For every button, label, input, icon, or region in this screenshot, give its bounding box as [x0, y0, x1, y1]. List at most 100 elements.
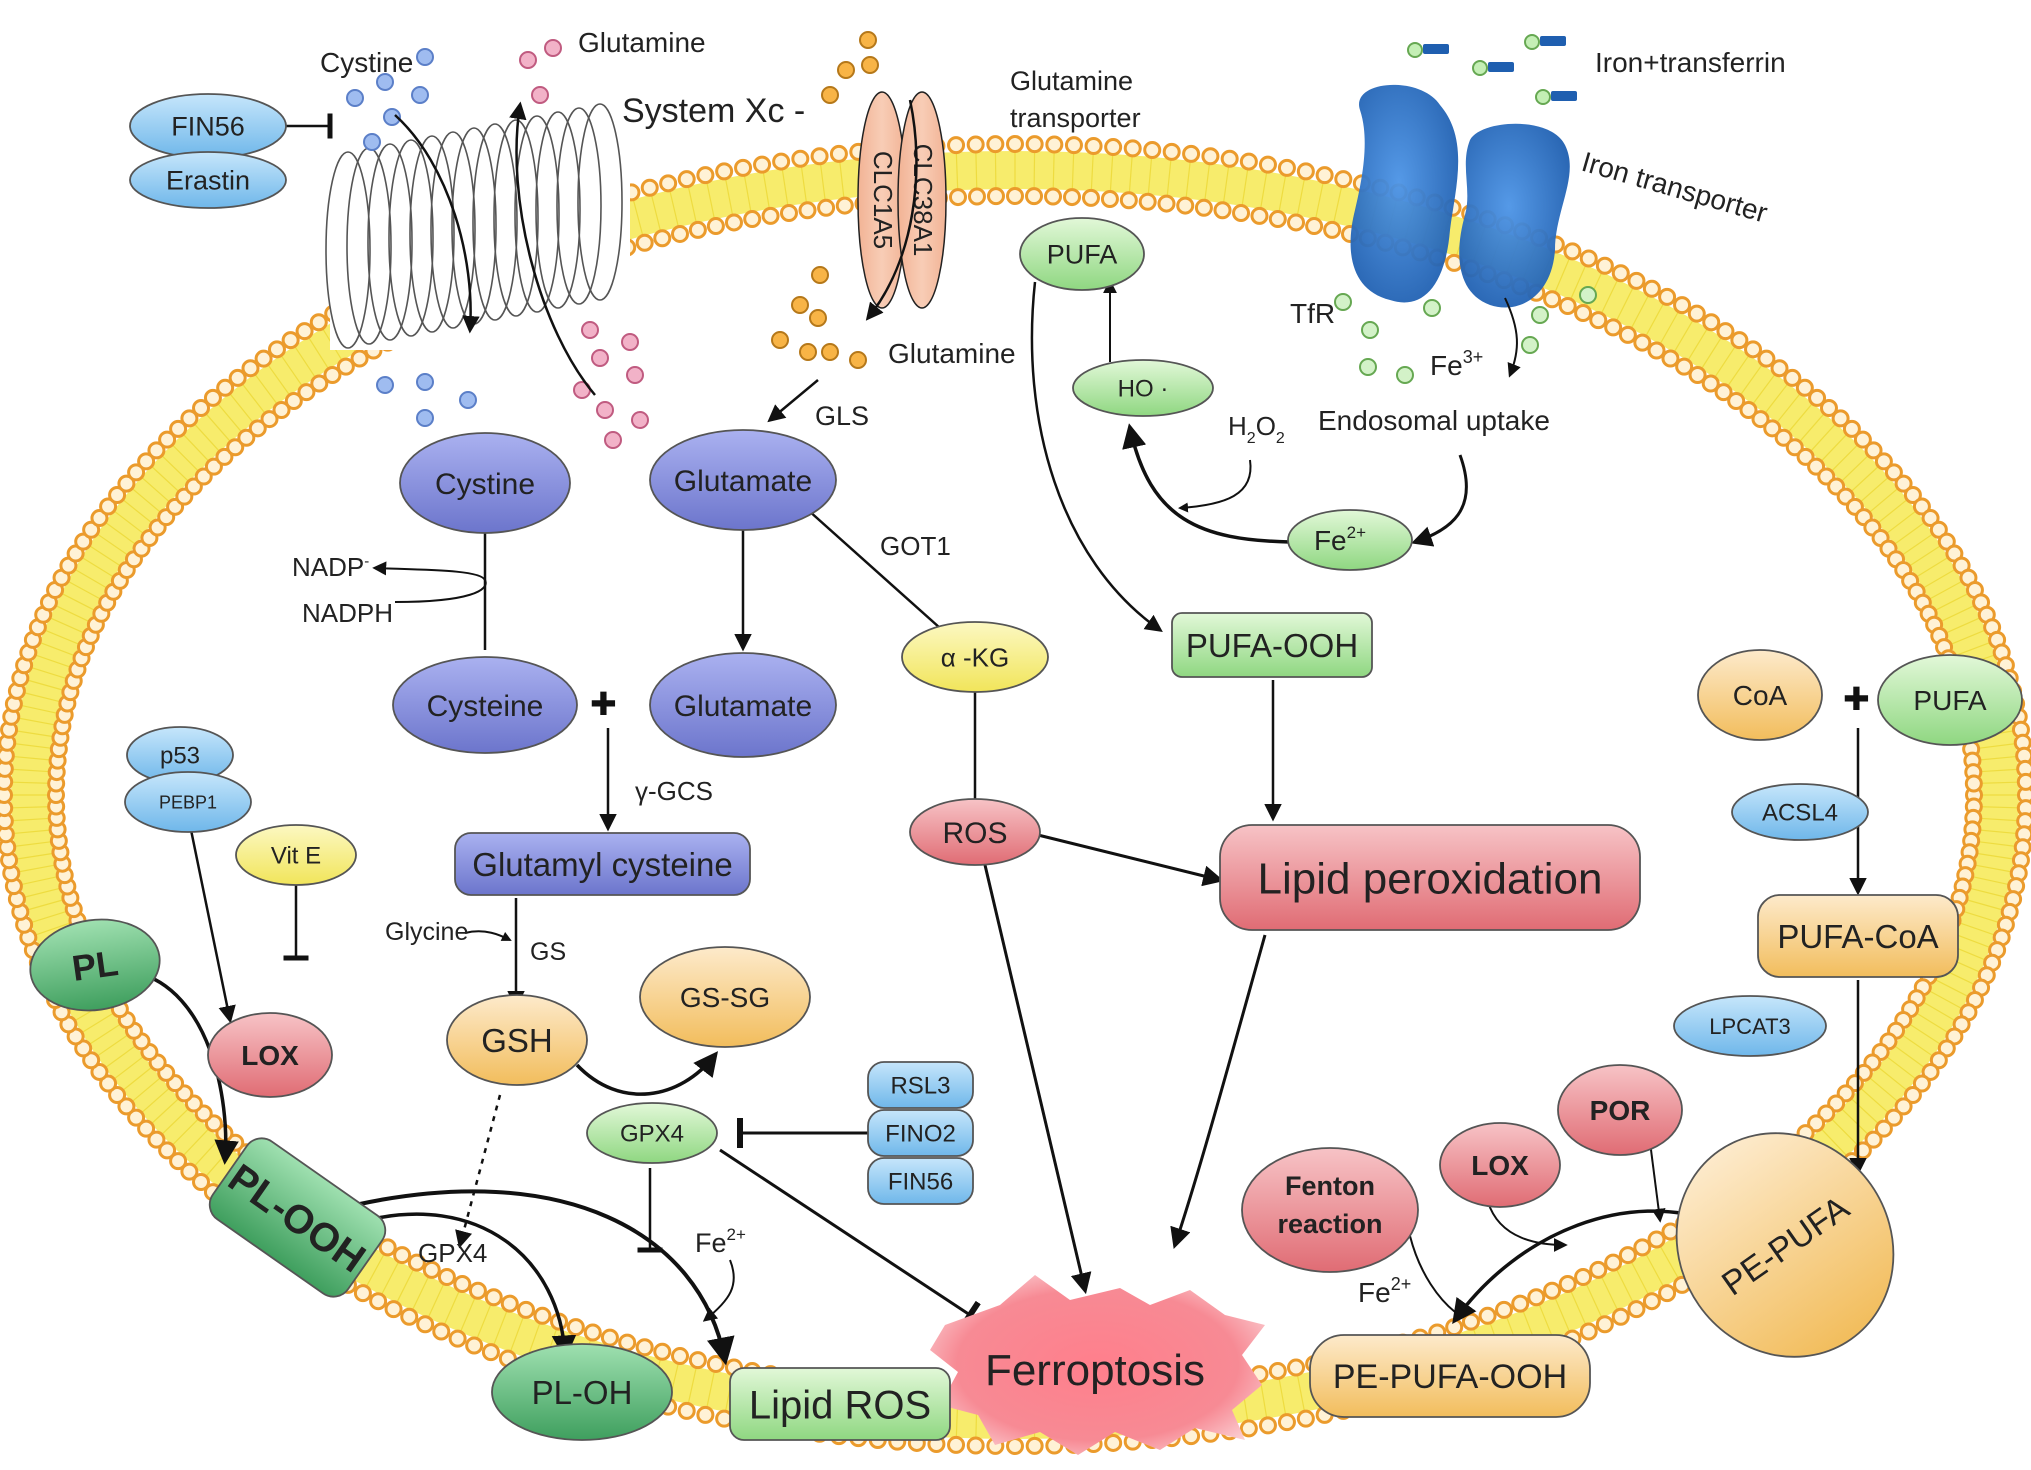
lipid-head [1831, 409, 1850, 428]
svg-text:Fe2+: Fe2+ [1314, 523, 1366, 556]
gls-label: GLS [815, 401, 869, 431]
lipid-head [297, 383, 316, 402]
lipid-head [74, 532, 93, 551]
lipid-head [1642, 279, 1661, 298]
p53-node: p53 [126, 726, 234, 784]
lipid-head [272, 400, 291, 419]
lipid-head [137, 1119, 156, 1138]
got1-label: GOT1 [880, 531, 951, 561]
lipid-head [99, 1074, 118, 1093]
lipid-head [1874, 452, 1893, 471]
lipid-head [1796, 447, 1815, 466]
acsl4-node: ACSL4 [1731, 783, 1869, 841]
pe-pufa-ooh-node: PE-PUFA-OOH [1309, 1334, 1591, 1418]
glutamate-molecule [604, 431, 622, 449]
lipid-head [2016, 772, 2031, 791]
lipid-head [761, 206, 780, 225]
lipid-head [1104, 138, 1123, 157]
lipid-head [350, 349, 369, 368]
clc38a1-label: CLC38A1 [908, 144, 938, 257]
lipid-head [1770, 359, 1789, 378]
lipid-head [393, 1246, 412, 1265]
lipid-head [1658, 1284, 1677, 1303]
small-molecule-dots [346, 31, 1597, 449]
lipid-head [1589, 311, 1608, 330]
lipid-head [82, 1051, 101, 1070]
lipid-head [1579, 1322, 1598, 1341]
lipid-ros-node: Lipid ROS [729, 1367, 951, 1441]
lipid-head [453, 1274, 472, 1293]
lipid-head [653, 229, 672, 248]
iron-molecule [1396, 366, 1414, 384]
lipid-head [1808, 388, 1827, 407]
glutamine-molecule [811, 266, 829, 284]
fin56-bottom-node: FIN56 [867, 1157, 974, 1205]
lipid-head [1250, 206, 1269, 225]
endosomal-uptake-label: Endosomal uptake [1318, 405, 1550, 436]
lipid-head [566, 1318, 585, 1337]
lox-left-label: LOX [241, 1040, 299, 1071]
p53-label: p53 [160, 743, 200, 770]
iron-transporter-protein [1350, 84, 1570, 308]
lipid-head [82, 520, 101, 539]
lipid-head [1220, 149, 1239, 168]
lipid-head [1119, 191, 1138, 210]
lipid-head [1232, 203, 1251, 222]
lipid-head [169, 419, 188, 438]
cystine-label: Cystine [435, 468, 535, 501]
lipid-head [1287, 213, 1306, 232]
cystine-molecule [376, 376, 394, 394]
lipid-head [407, 1253, 426, 1272]
lipid-head [1937, 1039, 1956, 1058]
lipid-head [216, 378, 235, 397]
lipid-head [671, 1347, 690, 1366]
lipid-head [416, 1315, 435, 1334]
lipid-head [248, 419, 267, 438]
gsh-label: GSH [481, 1022, 553, 1059]
lipid-head [169, 1152, 188, 1171]
lipid-head [448, 1329, 467, 1348]
glutamate-molecule [519, 51, 537, 69]
lipid-head [147, 441, 166, 460]
lipid-head [1716, 322, 1735, 341]
lipid-head [1702, 313, 1721, 332]
lipid-head [1296, 162, 1315, 181]
iron-molecule [1361, 321, 1379, 339]
pe-pufa-node: PE-PUFA [1675, 1132, 1895, 1358]
gamma-gcs-label: γ-GCS [635, 776, 713, 806]
lipid-head [353, 1284, 372, 1303]
lipid-head [1618, 1246, 1637, 1265]
pufa-coa-label: PUFA-CoA [1777, 918, 1938, 955]
lipid-head [1315, 166, 1334, 185]
glutamate-molecule [631, 411, 649, 429]
glutamate-molecule [621, 333, 639, 351]
lipid-head [1647, 341, 1666, 360]
lipid-head [1819, 399, 1838, 418]
lipid-head [1334, 170, 1353, 189]
lipid-head [753, 155, 772, 174]
nadp-label: NADP- [292, 552, 369, 582]
lipid-head [1864, 1130, 1883, 1149]
lipid-head [1783, 368, 1802, 387]
lipid-head [1714, 383, 1733, 402]
pufa-top-label: PUFA [1047, 240, 1118, 270]
lipid-head [323, 366, 342, 385]
lipid-head [1084, 136, 1103, 155]
lipid-head [1579, 249, 1598, 268]
lipid-head [1239, 1419, 1258, 1438]
lipid-head [791, 149, 810, 168]
gsh-node: GSH [446, 994, 588, 1086]
lipid-head [1661, 349, 1680, 368]
lipid-head [310, 374, 329, 393]
clc1a5-label: CLC1A5 [868, 151, 898, 249]
lipid-head [309, 313, 328, 332]
lipid-head [465, 1336, 484, 1355]
erastin-node: Erastin [129, 151, 287, 209]
lipid-head [1589, 1260, 1608, 1279]
lipid-head [1563, 242, 1582, 261]
lipid-head [1688, 366, 1707, 385]
lipid-head [1104, 1433, 1123, 1452]
pl-oh-label: PL-OH [532, 1374, 633, 1411]
lipid-head [706, 217, 725, 236]
